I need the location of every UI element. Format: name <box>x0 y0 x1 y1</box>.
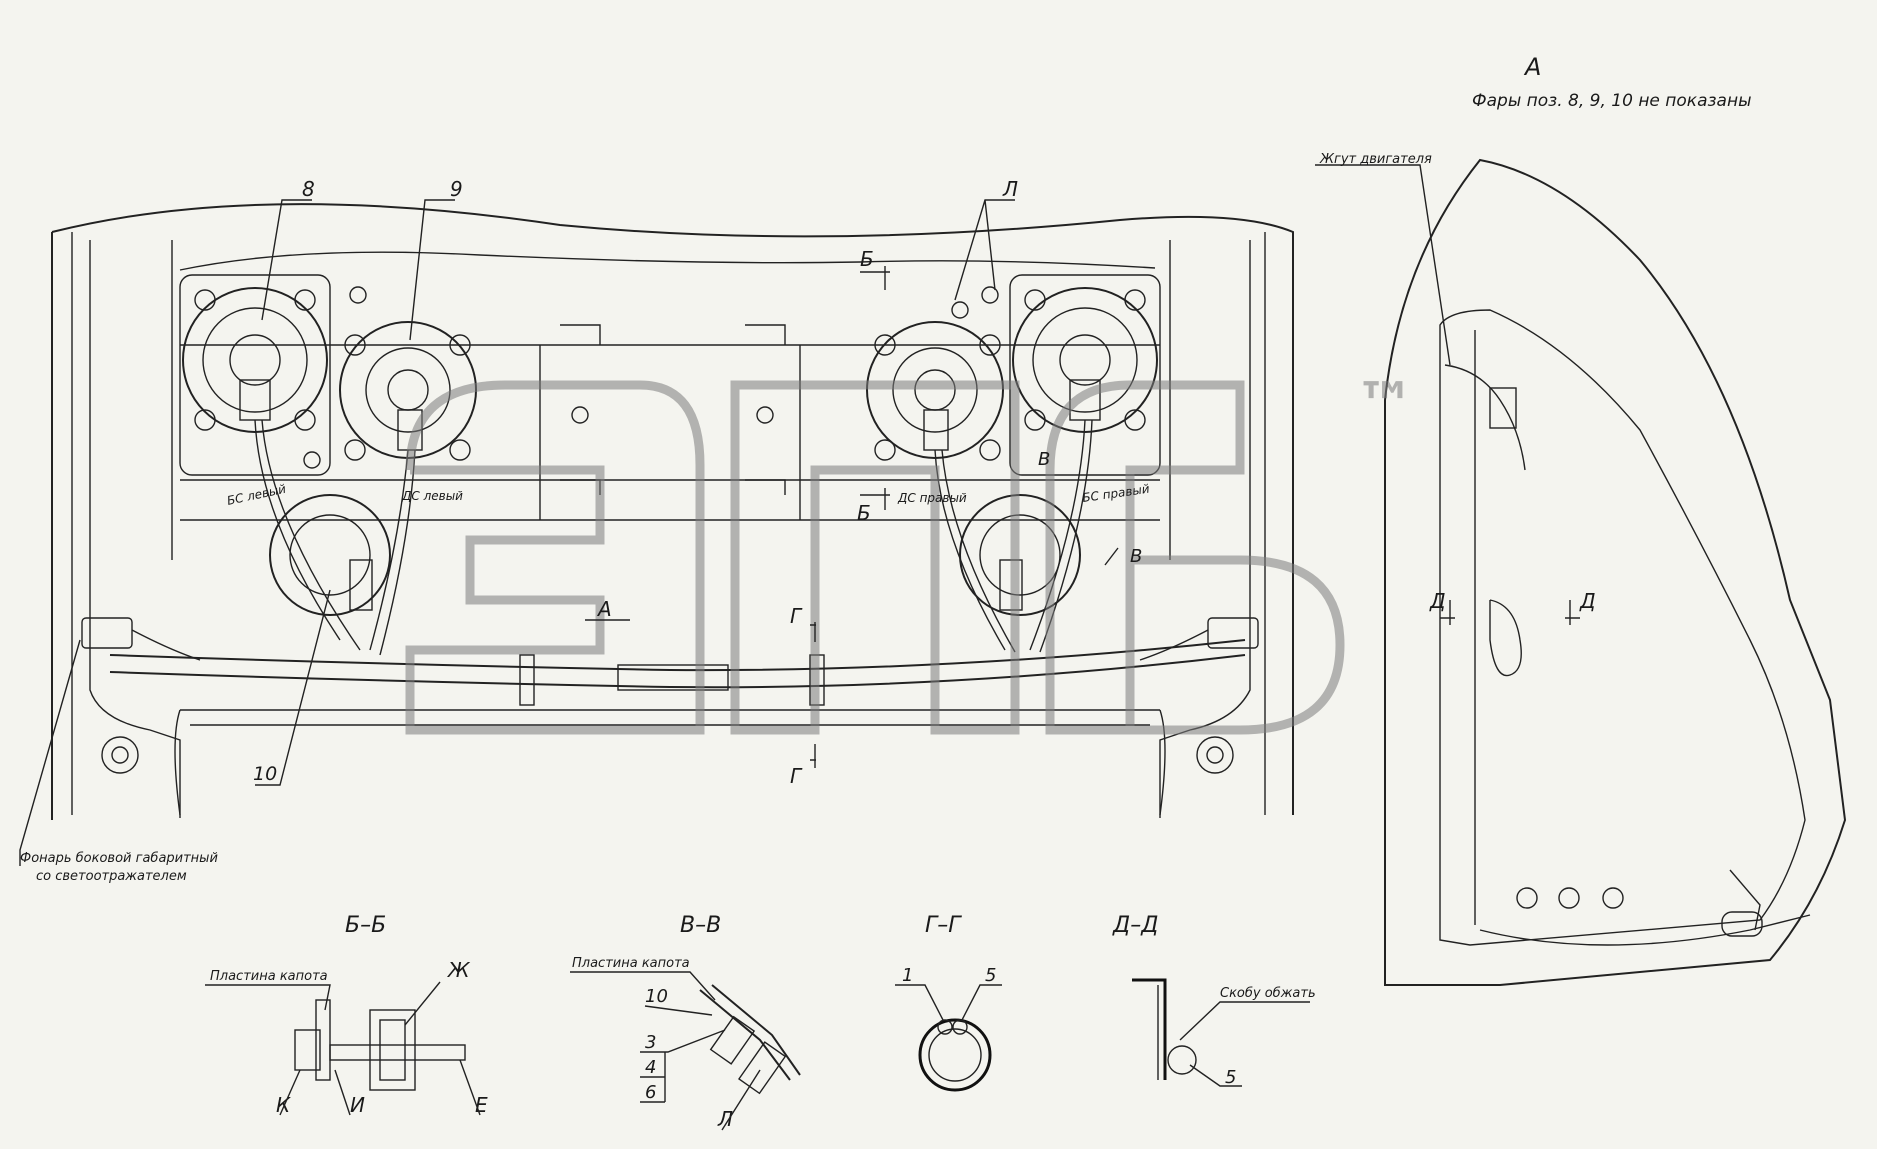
section-vv-title: В–В <box>680 913 721 938</box>
section-vv: В–В Пластина капота 10 3 4 6 Л <box>570 913 801 1131</box>
side-view <box>1384 158 1847 986</box>
view-note: Фары поз. 8, 9, 10 не показаны <box>1472 91 1752 111</box>
view-title: А <box>1523 53 1541 81</box>
section-bb-plate: Пластина капота <box>210 969 328 984</box>
callout-8: 8 <box>302 177 315 201</box>
headlamp-9-right <box>866 321 1004 461</box>
section-bb-title: Б–Б <box>345 913 386 938</box>
section-vv-3: 3 <box>645 1032 656 1053</box>
headlamp-8-left <box>179 274 331 476</box>
front-view <box>51 203 1294 820</box>
watermark-logo: ™ <box>405 370 1415 735</box>
section-dd-clip: Скобу обжать <box>1220 986 1316 1001</box>
section-gg-5: 5 <box>985 965 996 986</box>
section-dd-title: Д–Д <box>1112 913 1158 938</box>
tag-bs-left: БС левый <box>226 482 288 508</box>
fog-lamp-10-left <box>269 494 391 616</box>
callout-L-top: Л <box>1002 177 1018 201</box>
section-dd: Д–Д Скобу обжать 5 <box>1112 913 1316 1088</box>
callout-G-bottom: Г <box>790 764 803 788</box>
section-bb-i: И <box>350 1093 365 1117</box>
callout-V-2: В <box>1130 546 1142 567</box>
callout-A-arrow: А <box>596 597 612 621</box>
section-vv-6: 6 <box>645 1082 656 1103</box>
section-gg-1: 1 <box>902 965 913 986</box>
section-dd-5: 5 <box>1225 1067 1236 1088</box>
callout-G-top: Г <box>790 604 803 628</box>
note-engine-harness: Жгут двигателя <box>1319 152 1432 167</box>
section-gg: Г–Г 1 5 <box>895 913 1002 1092</box>
callout-9: 9 <box>450 177 463 201</box>
headlamp-8-right <box>1009 274 1161 476</box>
callout-V-1: В <box>1038 449 1050 470</box>
note-side-lamp-2: со светоотражателем <box>36 869 187 884</box>
section-vv-10: 10 <box>645 986 668 1007</box>
leader-lines <box>19 164 1580 866</box>
callout-10: 10 <box>253 763 277 785</box>
callout-D-left: Д <box>1429 589 1446 613</box>
note-side-lamp-1: Фонарь боковой габаритный <box>20 851 218 866</box>
tag-bs-right: БС правый <box>1081 482 1150 505</box>
callout-B-top: Б <box>860 247 874 271</box>
trademark-symbol: ™ <box>1355 370 1415 440</box>
callout-D-right: Д <box>1579 589 1596 613</box>
section-vv-plate: Пластина капота <box>572 956 690 971</box>
section-bb-zh: Ж <box>446 958 471 982</box>
section-bb: Б–Б Пластина капота Ж К И Е <box>205 913 488 1117</box>
callout-B-mid: Б <box>857 501 871 525</box>
tag-ds-left: ДС левый <box>401 489 463 503</box>
section-vv-4: 4 <box>645 1057 656 1078</box>
section-vv-l: Л <box>717 1107 733 1131</box>
section-gg-title: Г–Г <box>925 913 962 938</box>
tag-ds-right: ДС правый <box>897 491 967 505</box>
